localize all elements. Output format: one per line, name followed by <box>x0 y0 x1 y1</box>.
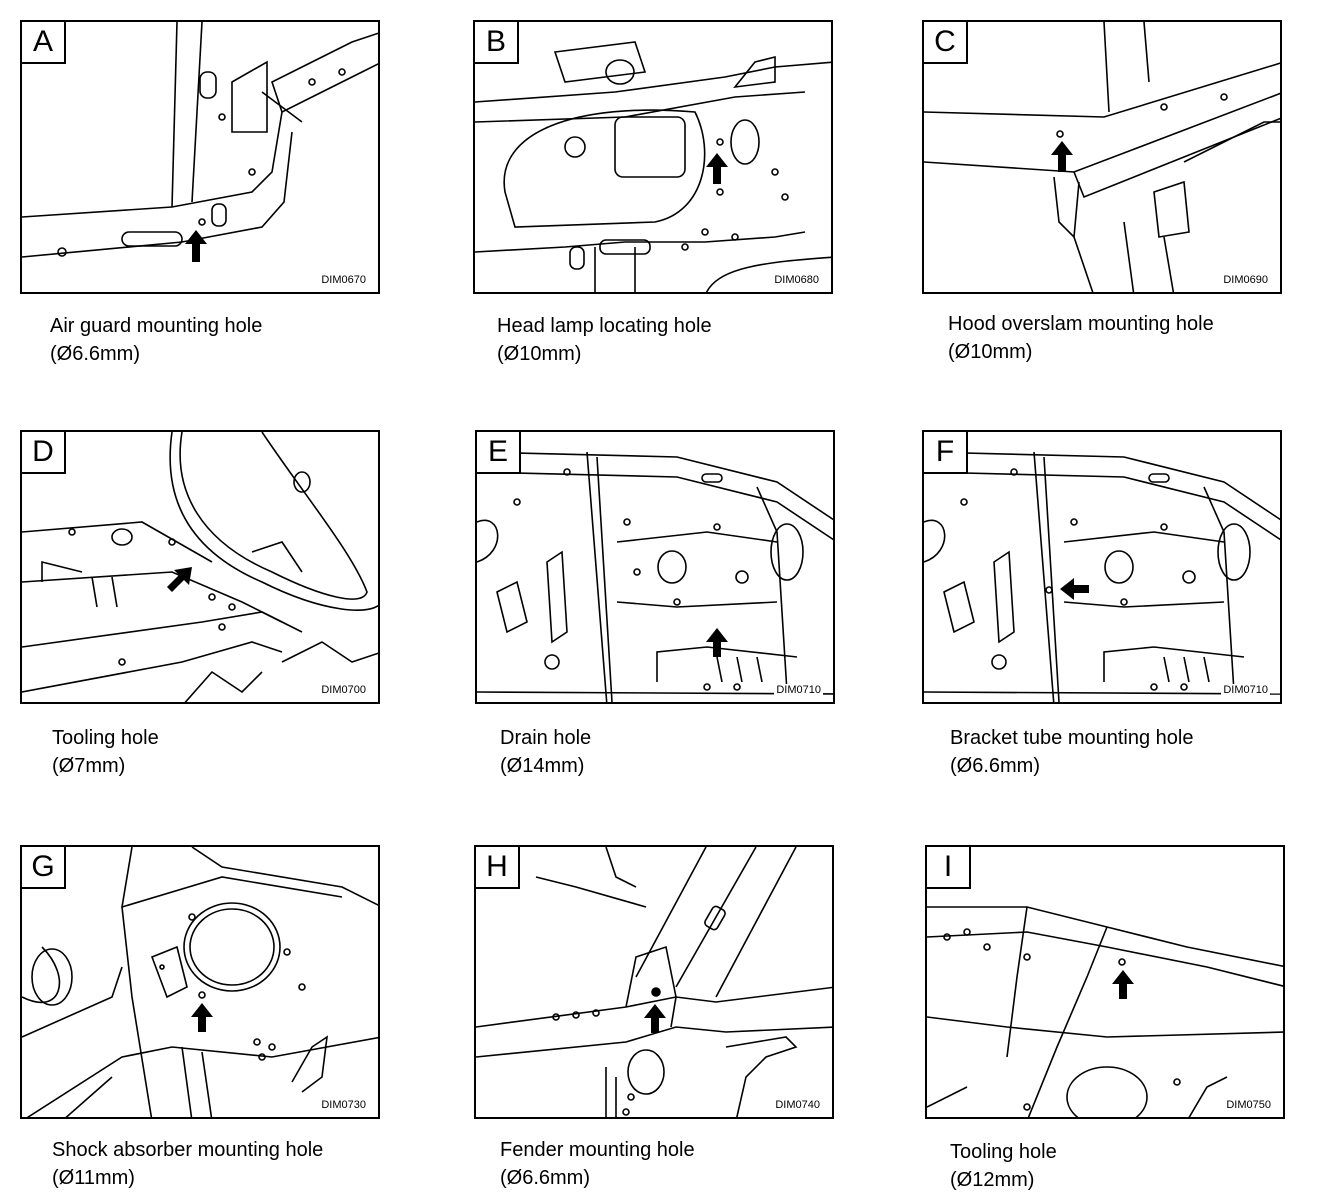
caption-spec: (Ø10mm) <box>948 341 1033 363</box>
caption-title: Air guard mounting hole <box>50 315 263 337</box>
caption-title: Hood overslam mounting hole <box>948 313 1214 335</box>
drawing-code: DIM0710 <box>774 684 823 696</box>
panel-f: F DIM0710 <box>922 430 1282 704</box>
caption-title: Head lamp locating hole <box>497 315 712 337</box>
panel-g-drawing <box>22 847 378 1117</box>
caption-title: Tooling hole <box>950 1141 1057 1163</box>
arrow-icon <box>706 153 728 184</box>
arrow-icon <box>644 1004 666 1033</box>
panel-b: B DIM0680 <box>473 20 833 294</box>
panel-c: C DIM0690 <box>922 20 1282 294</box>
panel-d-drawing <box>22 432 378 702</box>
drawing-code: DIM0750 <box>1224 1099 1273 1111</box>
caption-spec: (Ø12mm) <box>950 1169 1035 1191</box>
caption-i: Tooling hole (Ø12mm) <box>950 1138 1328 1194</box>
panel-c-drawing <box>924 22 1280 292</box>
panel-d: D DIM0700 <box>20 430 380 704</box>
caption-b: Head lamp locating hole (Ø10mm) <box>497 312 877 368</box>
caption-title: Bracket tube mounting hole <box>950 727 1194 749</box>
drawing-code: DIM0670 <box>319 274 368 286</box>
panel-h-drawing <box>476 847 832 1117</box>
caption-c: Hood overslam mounting hole (Ø10mm) <box>948 310 1328 366</box>
panel-letter: G <box>22 847 66 889</box>
caption-spec: (Ø7mm) <box>52 755 126 777</box>
caption-title: Drain hole <box>500 727 592 749</box>
caption-e: Drain hole (Ø14mm) <box>500 724 880 780</box>
caption-spec: (Ø6.6mm) <box>950 755 1040 777</box>
panel-letter: H <box>476 847 520 889</box>
drawing-code: DIM0690 <box>1221 274 1270 286</box>
panel-letter: C <box>924 22 968 64</box>
caption-title: Shock absorber mounting hole <box>52 1139 324 1161</box>
caption-a: Air guard mounting hole (Ø6.6mm) <box>50 312 430 368</box>
drawing-code: DIM0710 <box>1221 684 1270 696</box>
panel-h: H DIM0740 <box>474 845 834 1119</box>
caption-spec: (Ø14mm) <box>500 755 585 777</box>
arrow-icon <box>1060 578 1089 600</box>
caption-title: Tooling hole <box>52 727 159 749</box>
arrow-icon <box>1112 970 1134 999</box>
panel-e: E DIM0710 <box>475 430 835 704</box>
drawing-code: DIM0700 <box>319 684 368 696</box>
panel-letter: A <box>22 22 66 64</box>
panel-i: I DIM0750 <box>925 845 1285 1119</box>
caption-title: Fender mounting hole <box>500 1139 695 1161</box>
panel-b-drawing <box>475 41 831 292</box>
panel-letter: B <box>475 22 519 64</box>
arrow-icon <box>191 1003 213 1032</box>
caption-spec: (Ø10mm) <box>497 343 582 365</box>
caption-g: Shock absorber mounting hole (Ø11mm) <box>52 1136 432 1192</box>
drawing-code: DIM0740 <box>773 1099 822 1111</box>
drawing-code: DIM0730 <box>319 1099 368 1111</box>
caption-f: Bracket tube mounting hole (Ø6.6mm) <box>950 724 1328 780</box>
arrow-icon <box>1051 141 1073 172</box>
caption-h: Fender mounting hole (Ø6.6mm) <box>500 1136 880 1192</box>
panel-letter: E <box>477 432 521 474</box>
arrow-icon <box>706 628 728 657</box>
caption-spec: (Ø6.6mm) <box>50 343 140 365</box>
arrow-icon <box>167 567 192 592</box>
panel-i-drawing <box>927 906 1283 1117</box>
caption-spec: (Ø6.6mm) <box>500 1167 590 1189</box>
panel-letter: F <box>924 432 968 474</box>
caption-d: Tooling hole (Ø7mm) <box>52 724 432 780</box>
panel-a: A DIM0670 <box>20 20 380 294</box>
panel-a-drawing <box>22 22 378 258</box>
drawing-code: DIM0680 <box>772 274 821 286</box>
arrow-icon <box>185 230 207 262</box>
caption-spec: (Ø11mm) <box>52 1167 135 1189</box>
panel-letter: I <box>927 847 971 889</box>
panel-g: G DIM0730 <box>20 845 380 1119</box>
panel-letter: D <box>22 432 66 474</box>
